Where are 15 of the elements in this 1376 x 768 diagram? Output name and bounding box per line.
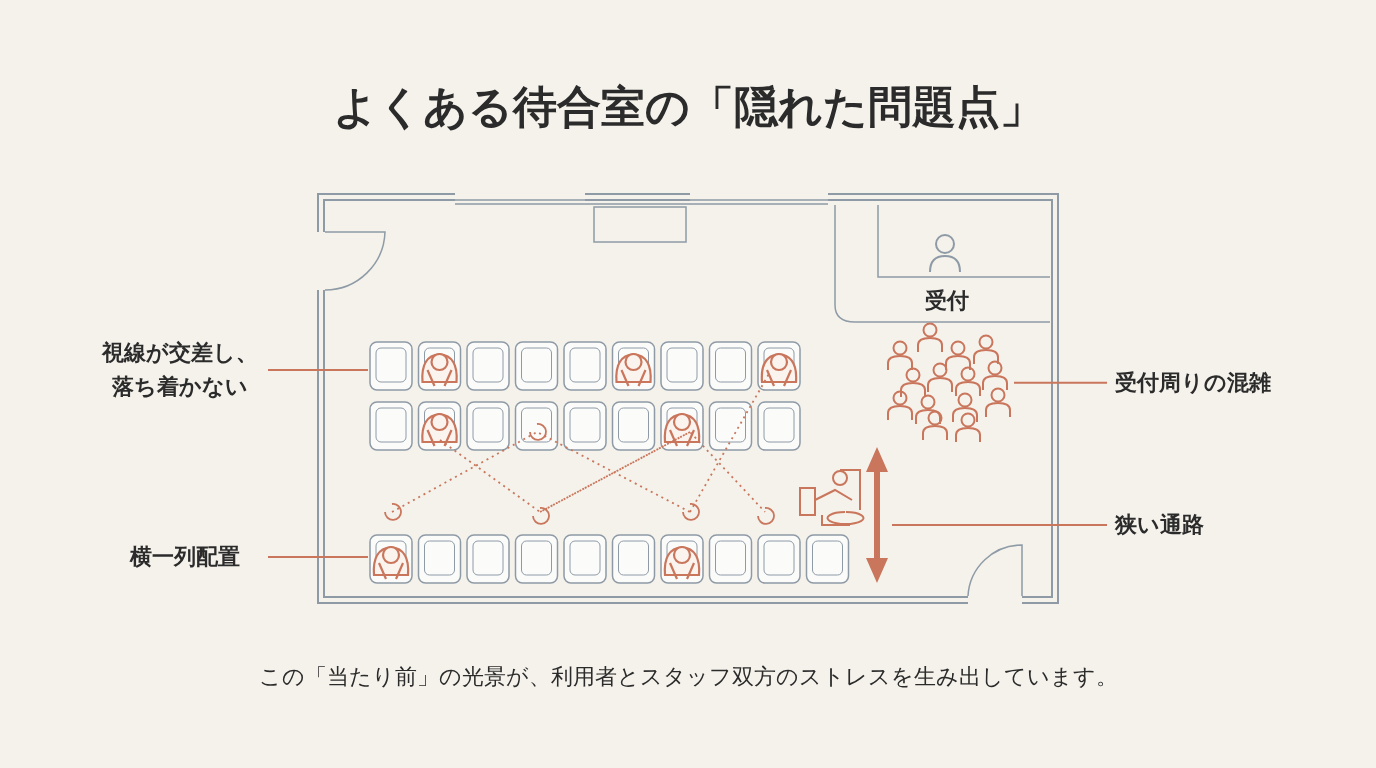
chair-row-drawing	[369, 341, 801, 391]
callout-label: 視線が交差し、落ち着かない	[100, 336, 260, 404]
reception-label: 受付	[924, 287, 970, 315]
leader-line	[267, 556, 369, 558]
title: よくある待合室の「隠れた問題点」	[331, 80, 1045, 134]
callout-label: 狭い通路	[1115, 508, 1225, 542]
caption: この「当たり前」の光景が、利用者とスタッフ双方のストレスを生み出しています。	[257, 663, 1119, 691]
leader-line	[1013, 381, 1108, 384]
callout-label: 横一列配置	[110, 540, 260, 574]
leader-line	[891, 524, 1108, 526]
leader-line	[267, 369, 369, 371]
callout-label: 受付周りの混雑	[1115, 366, 1305, 400]
crowd-drawing	[887, 322, 1011, 443]
chair-row-drawing	[369, 534, 850, 584]
aisle-width-icon	[866, 447, 888, 583]
